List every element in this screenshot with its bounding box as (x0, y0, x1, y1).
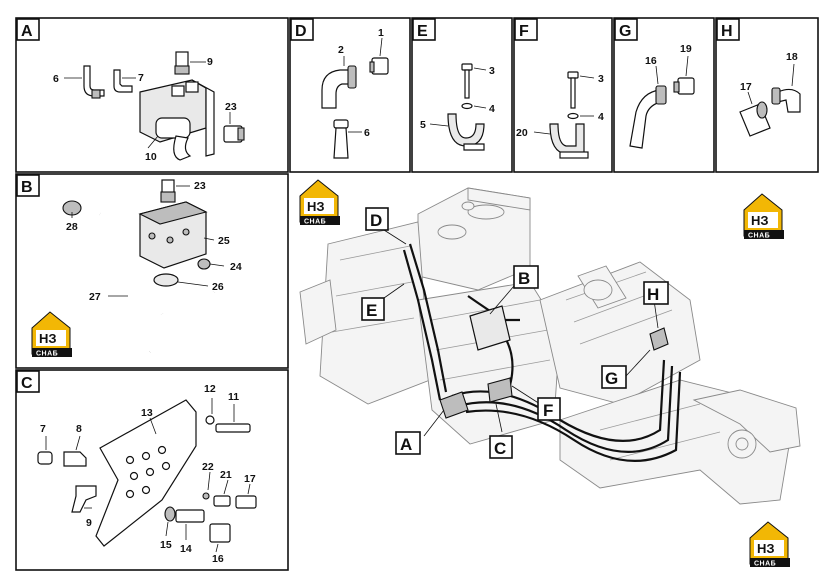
logo-watermark-3: НЗ СНАБ (31, 311, 72, 358)
svg-text:21: 21 (220, 469, 232, 481)
svg-text:1: 1 (378, 27, 384, 39)
panel-c-letter: C (21, 375, 33, 392)
panel-e: E 3 4 5 (411, 17, 513, 173)
svg-text:СНАБ: СНАБ (304, 219, 326, 226)
svg-text:НЗ: НЗ (307, 199, 325, 214)
svg-text:6: 6 (53, 73, 59, 85)
svg-text:16: 16 (645, 55, 657, 67)
svg-text:11: 11 (228, 391, 239, 403)
callout-a: A (400, 435, 412, 454)
svg-text:3: 3 (489, 65, 495, 77)
svg-text:СНАБ: СНАБ (36, 351, 58, 358)
panel-g: G 16 19 (613, 17, 715, 173)
svg-text:7: 7 (138, 72, 144, 84)
panel-g-letter: G (619, 23, 631, 40)
callout-d: D (370, 211, 382, 230)
svg-text:НЗ: НЗ (751, 213, 769, 228)
svg-text:НЗ: НЗ (757, 541, 775, 556)
logo-watermark-4: НЗ СНАБ (749, 521, 790, 568)
svg-text:18: 18 (786, 51, 798, 63)
logo-watermark-1: НЗ СНАБ (299, 179, 340, 226)
panel-f: F 3 4 20 (513, 17, 613, 173)
svg-text:26: 26 (212, 281, 224, 293)
svg-text:СНАБ: СНАБ (754, 561, 776, 568)
panel-d-letter: D (295, 23, 307, 40)
svg-text:5: 5 (420, 119, 426, 131)
panel-e-letter: E (417, 23, 428, 40)
svg-text:12: 12 (204, 383, 216, 395)
callout-c: C (494, 439, 506, 458)
machine-assembly-view (299, 187, 801, 505)
svg-text:19: 19 (680, 43, 692, 55)
panel-d: D 2 1 6 (289, 17, 411, 173)
svg-text:20: 20 (516, 127, 528, 139)
svg-text:15: 15 (160, 539, 172, 551)
svg-text:28: 28 (66, 221, 78, 233)
panel-h-letter: H (721, 23, 733, 40)
panel-c: C 7 8 9 11 (15, 369, 289, 571)
svg-text:3: 3 (598, 73, 604, 85)
svg-text:27: 27 (89, 291, 101, 303)
svg-text:СНАБ: СНАБ (748, 233, 770, 240)
callout-e: E (366, 301, 377, 320)
logo-watermark-2: НЗ СНАБ (743, 193, 784, 240)
panel-b: B 23 25 24 26 27 28 (15, 173, 289, 369)
svg-text:25: 25 (218, 235, 230, 247)
callout-b: B (518, 269, 530, 288)
panel-b-letter: B (21, 179, 33, 196)
svg-text:23: 23 (225, 101, 237, 113)
svg-text:9: 9 (207, 56, 213, 68)
callout-f: F (543, 401, 553, 420)
svg-text:6: 6 (364, 127, 370, 139)
panel-h: H 17 18 (715, 17, 819, 173)
svg-text:9: 9 (86, 517, 92, 529)
callout-g: G (605, 369, 618, 388)
svg-text:4: 4 (489, 103, 495, 115)
callout-h: H (647, 285, 659, 304)
svg-text:22: 22 (202, 461, 214, 473)
svg-text:14: 14 (180, 543, 192, 555)
svg-text:НЗ: НЗ (39, 331, 57, 346)
svg-text:24: 24 (230, 261, 242, 273)
svg-text:17: 17 (244, 473, 256, 485)
svg-text:8: 8 (76, 423, 82, 435)
svg-text:10: 10 (145, 151, 157, 163)
svg-text:23: 23 (194, 180, 206, 192)
panel-f-letter: F (519, 23, 529, 40)
panel-a: A 6 7 9 23 10 (15, 17, 289, 173)
svg-text:7: 7 (40, 423, 46, 435)
svg-text:13: 13 (141, 407, 153, 419)
svg-text:16: 16 (212, 553, 224, 565)
callouts: D E B H G F A C (361, 207, 669, 459)
svg-text:2: 2 (338, 44, 344, 56)
svg-text:4: 4 (598, 111, 604, 123)
svg-text:17: 17 (740, 81, 752, 93)
panel-a-letter: A (21, 23, 33, 40)
